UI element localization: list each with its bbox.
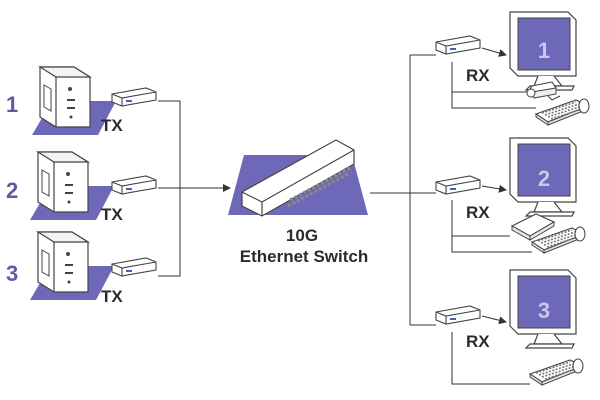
rx-label-2: RX — [466, 203, 490, 222]
monitor-number-2: 2 — [538, 166, 550, 191]
source-number-3: 3 — [6, 261, 18, 286]
mouse-icon-2 — [574, 226, 586, 242]
mouse-pad-icon — [510, 213, 556, 241]
source-pc-1: 1 — [6, 66, 117, 136]
tx-box-2 — [111, 175, 157, 195]
mouse-icon-1 — [578, 98, 590, 114]
ethernet-switch — [228, 139, 368, 217]
tx-label-1: TX — [101, 116, 123, 135]
source-number-1: 1 — [6, 92, 18, 117]
tx-label-2: TX — [101, 205, 123, 224]
rx-arrow-1 — [481, 47, 507, 57]
tx-box-1 — [111, 87, 157, 107]
monitor-3: 3 — [509, 269, 577, 349]
source-pc-2: 2 — [6, 151, 115, 221]
source-number-2: 2 — [6, 178, 18, 203]
monitor-number-3: 3 — [538, 298, 550, 323]
mouse-icon-3 — [572, 358, 584, 374]
rx-label-3: RX — [466, 332, 490, 351]
rx-label-1: RX — [466, 66, 490, 85]
rx-box-1 — [435, 35, 481, 55]
rx-box-3 — [435, 305, 481, 325]
switch-title: 10G — [286, 226, 318, 245]
rx-box-2 — [435, 175, 481, 195]
tx-connections — [158, 100, 231, 277]
rx-arrow-2 — [481, 184, 507, 193]
source-pc-3: 3 — [6, 231, 115, 301]
monitor-1: 1 — [509, 11, 577, 91]
peripheral-connections — [451, 62, 536, 385]
tx-box-3 — [111, 257, 157, 277]
camera-icon — [526, 81, 561, 101]
switch-subtitle: Ethernet Switch — [240, 247, 368, 266]
rx-connections — [370, 54, 436, 326]
tx-label-3: TX — [101, 287, 123, 306]
rx-arrow-3 — [481, 315, 507, 325]
monitor-number-1: 1 — [538, 38, 550, 63]
monitor-2: 2 — [509, 137, 577, 217]
